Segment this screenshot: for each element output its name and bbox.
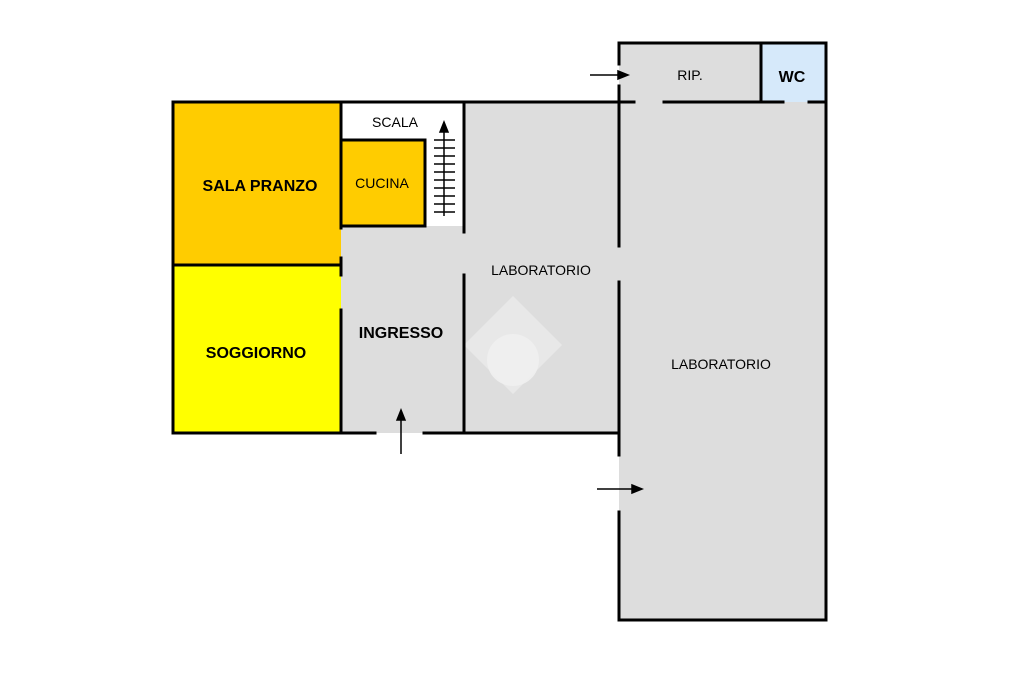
room-sala-pranzo-fill <box>173 102 341 265</box>
label-cucina: CUCINA <box>355 175 409 191</box>
room-soggiorno-fill <box>173 265 341 433</box>
label-ripostiglio: RIP. <box>677 67 702 83</box>
arrow-icon <box>590 69 631 81</box>
room-cucina-fill <box>341 140 425 226</box>
room-wc-fill <box>761 43 826 102</box>
label-soggiorno: SOGGIORNO <box>206 345 306 362</box>
room-ingresso-fill <box>341 226 464 433</box>
room-laboratorio-2-fill <box>619 102 826 620</box>
house-logo-icon <box>464 296 562 394</box>
walls <box>171 41 828 622</box>
label-laboratorio-2: LABORATORIO <box>671 356 771 372</box>
label-laboratorio-1: LABORATORIO <box>491 262 591 278</box>
label-scala: SCALA <box>372 114 419 130</box>
room-ripostiglio-fill <box>619 43 761 102</box>
stairs-icon <box>434 119 455 216</box>
arrow-icon <box>597 483 645 495</box>
arrow-icon <box>395 407 407 454</box>
label-ingresso: INGRESSO <box>359 325 443 342</box>
room-laboratorio-1-fill <box>464 102 619 433</box>
label-wc: WC <box>779 69 806 86</box>
label-sala-pranzo: SALA PRANZO <box>203 178 318 195</box>
